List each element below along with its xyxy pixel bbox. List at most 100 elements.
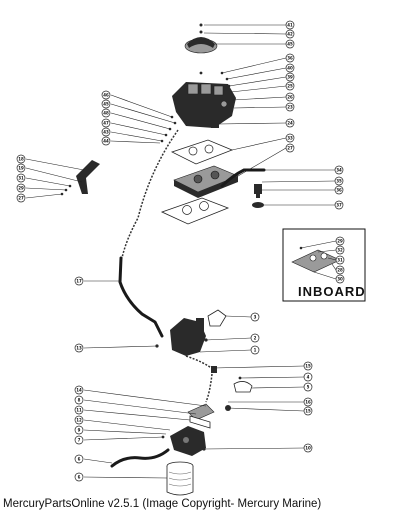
vent-tube bbox=[220, 168, 266, 208]
pump-to-filter-line bbox=[185, 355, 253, 403]
callout-31-label: 31 bbox=[18, 175, 24, 180]
callout-6: 6 bbox=[74, 472, 84, 482]
callout-45-left-label: 45 bbox=[103, 101, 109, 106]
callout-4: 4 bbox=[303, 372, 313, 382]
callout-6-left-label: 6 bbox=[78, 456, 81, 461]
callout-inset-29-label: 29 bbox=[337, 238, 343, 243]
callout-inset-30: 30 bbox=[335, 274, 345, 284]
callout-34: 34 bbox=[334, 165, 344, 175]
callout-10: 10 bbox=[303, 443, 313, 453]
callout-27-left: 27 bbox=[16, 193, 26, 203]
callout-6-label: 6 bbox=[78, 474, 81, 479]
inboard-inset: INBOARD bbox=[282, 228, 366, 302]
callout-25: 25 bbox=[285, 81, 295, 91]
callout-24-label: 24 bbox=[287, 120, 293, 125]
callout-2-label: 2 bbox=[254, 335, 257, 340]
filter-bracket bbox=[187, 403, 231, 429]
inboard-label: INBOARD bbox=[298, 284, 366, 299]
fuel-filter-canister bbox=[166, 461, 194, 496]
callout-46: 46 bbox=[101, 90, 111, 100]
callout-37-label: 37 bbox=[336, 202, 342, 207]
gasket-upper bbox=[170, 139, 234, 165]
callout-47-label: 47 bbox=[103, 120, 109, 125]
callout-35-label: 35 bbox=[336, 178, 342, 183]
callout-36: 36 bbox=[285, 53, 295, 63]
callout-14-label: 14 bbox=[76, 387, 82, 392]
callout-12: 12 bbox=[74, 415, 84, 425]
callout-2: 2 bbox=[250, 333, 260, 343]
callout-39-label: 39 bbox=[287, 74, 293, 79]
exploded-parts-diagram: INBOARD bbox=[16, 20, 366, 496]
callout-15-lower: 15 bbox=[303, 406, 313, 416]
callout-11: 11 bbox=[74, 405, 84, 415]
callout-13-label: 13 bbox=[76, 345, 82, 350]
callout-1-label: 1 bbox=[254, 347, 257, 352]
callout-34-label: 34 bbox=[336, 167, 342, 172]
callout-29-label: 29 bbox=[18, 185, 24, 190]
callout-36-right: 36 bbox=[334, 185, 344, 195]
fuel-hose-to-filter bbox=[110, 448, 170, 468]
callout-45-left: 45 bbox=[101, 99, 111, 109]
callout-44: 44 bbox=[101, 136, 111, 146]
callout-5-label: 5 bbox=[307, 384, 310, 389]
callout-23-label: 23 bbox=[287, 104, 293, 109]
callout-13: 13 bbox=[74, 343, 84, 353]
callout-43-label: 43 bbox=[103, 129, 109, 134]
callout-14: 14 bbox=[74, 385, 84, 395]
callout-39: 39 bbox=[285, 72, 295, 82]
callout-47: 47 bbox=[101, 118, 111, 128]
callout-5: 5 bbox=[303, 382, 313, 392]
callout-15-label: 15 bbox=[305, 363, 311, 368]
callout-19-label: 19 bbox=[18, 165, 24, 170]
callout-40: 40 bbox=[285, 63, 295, 73]
carburetor-body bbox=[172, 71, 236, 128]
callout-29: 29 bbox=[16, 183, 26, 193]
callout-8: 8 bbox=[74, 395, 84, 405]
callout-42-label: 42 bbox=[287, 31, 293, 36]
callout-inset-31: 31 bbox=[335, 255, 345, 265]
callout-7: 7 bbox=[74, 435, 84, 445]
leader-lines bbox=[25, 24, 337, 479]
callout-10-label: 10 bbox=[305, 445, 311, 450]
callout-1: 1 bbox=[250, 345, 260, 355]
callout-35: 35 bbox=[334, 176, 344, 186]
callout-27: 27 bbox=[285, 143, 295, 153]
callout-6-left: 6 bbox=[74, 454, 84, 464]
callout-27-label: 27 bbox=[287, 145, 293, 150]
callout-3: 3 bbox=[250, 312, 260, 322]
callout-48: 48 bbox=[101, 108, 111, 118]
callout-inset-32-label: 32 bbox=[337, 247, 343, 252]
callout-inset-29: 29 bbox=[335, 236, 345, 246]
callout-18: 18 bbox=[16, 154, 26, 164]
callout-15: 15 bbox=[303, 361, 313, 371]
callout-9: 9 bbox=[74, 425, 84, 435]
callout-33-label: 33 bbox=[287, 135, 293, 140]
callout-24: 24 bbox=[285, 118, 295, 128]
callout-48-label: 48 bbox=[103, 110, 109, 115]
callout-17-label: 17 bbox=[76, 278, 82, 283]
callout-inset-30-label: 30 bbox=[337, 276, 343, 281]
fuel-pump bbox=[155, 309, 227, 356]
callout-inset-28-label: 28 bbox=[337, 267, 343, 272]
gasket-lower bbox=[160, 197, 230, 225]
callout-23: 23 bbox=[285, 102, 295, 112]
callout-43: 43 bbox=[101, 127, 111, 137]
callout-inset-31-label: 31 bbox=[337, 257, 343, 262]
callout-46-label: 46 bbox=[103, 92, 109, 97]
callout-16-label: 16 bbox=[305, 399, 311, 404]
callout-36-label: 36 bbox=[287, 55, 293, 60]
copyright-caption: MercuryPartsOnline v2.5.1 (Image Copyrig… bbox=[3, 498, 322, 510]
callout-19: 19 bbox=[16, 163, 26, 173]
callout-31: 31 bbox=[16, 173, 26, 183]
callout-4-label: 4 bbox=[307, 374, 310, 379]
callout-44-label: 44 bbox=[103, 138, 109, 143]
callout-33: 33 bbox=[285, 133, 295, 143]
callout-18-label: 18 bbox=[18, 156, 24, 161]
callout-37: 37 bbox=[334, 200, 344, 210]
callout-45: 45 bbox=[285, 39, 295, 49]
air-horn-cover bbox=[184, 23, 218, 54]
callout-42: 42 bbox=[285, 29, 295, 39]
callout-16: 16 bbox=[303, 397, 313, 407]
callout-36-right-label: 36 bbox=[336, 187, 342, 192]
callout-15-lower-label: 15 bbox=[305, 408, 311, 413]
